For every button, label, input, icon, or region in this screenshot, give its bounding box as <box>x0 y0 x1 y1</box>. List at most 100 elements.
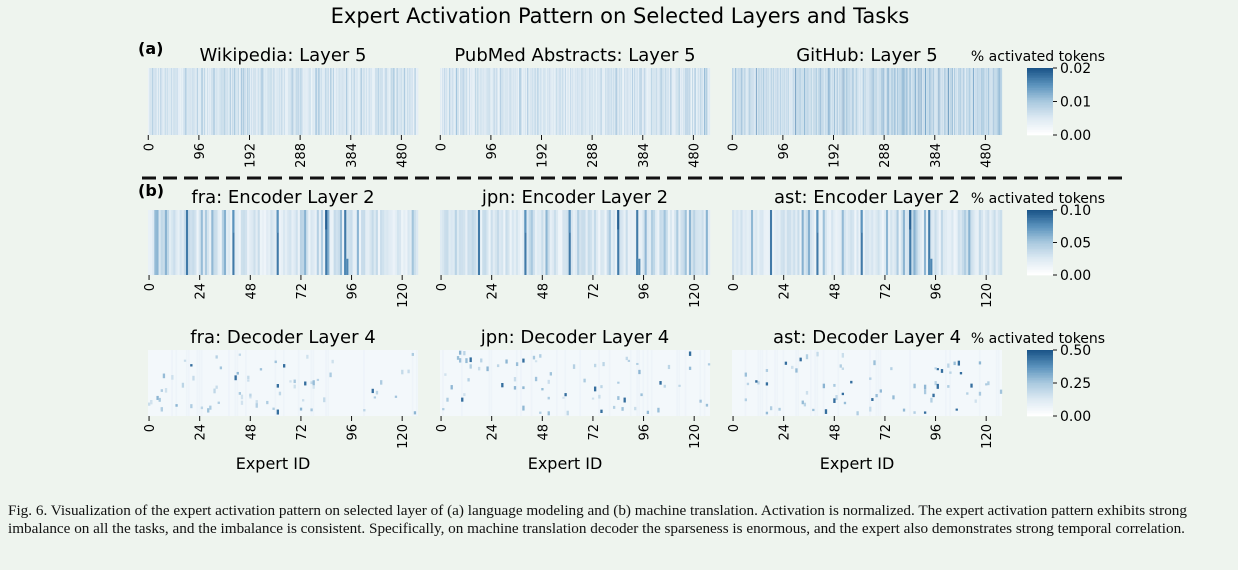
heatmap-cell <box>228 350 230 416</box>
heatmap-cell <box>930 258 933 275</box>
x-tick-label: 24 <box>778 424 793 441</box>
heatmap-cell <box>197 68 198 135</box>
heatmap-cell <box>384 210 387 275</box>
heatmap-cell <box>537 68 538 135</box>
heatmap-cell <box>767 68 769 135</box>
heatmap-cell <box>571 68 573 135</box>
heatmap-cell <box>406 68 408 135</box>
heatmap-cell <box>705 210 709 275</box>
heatmap-cell <box>469 357 472 363</box>
heatmap-cell <box>470 68 471 135</box>
colorbar-gradient-cell <box>1027 133 1053 136</box>
heatmap-cell <box>403 68 405 135</box>
heatmap-cell <box>980 68 982 135</box>
heatmap-cell <box>757 210 760 275</box>
heatmap-cell <box>625 356 628 361</box>
heatmap-cell <box>482 210 485 275</box>
heatmap-cell <box>577 68 578 135</box>
heatmap-cell <box>755 68 757 135</box>
heatmap-cell <box>638 210 641 275</box>
heatmap-cell <box>274 210 277 275</box>
heatmap-cell <box>220 68 222 135</box>
heatmap-cell <box>850 68 851 135</box>
heatmap-cell <box>352 210 355 275</box>
heatmap-cell <box>340 68 342 135</box>
heatmap-cell <box>583 378 586 383</box>
heatmap-cell <box>854 68 856 135</box>
heatmap-cell <box>699 68 701 135</box>
heatmap-cell <box>391 68 392 135</box>
heatmap-cell <box>240 394 244 400</box>
heatmap-cell <box>505 68 507 135</box>
heatmap-cell <box>865 68 867 135</box>
heatmap-cell <box>662 68 664 135</box>
heatmap-cell <box>151 68 153 135</box>
heatmap-cell <box>793 210 796 275</box>
heatmap-cell <box>522 405 525 411</box>
heatmap-cell <box>443 68 445 135</box>
heatmap-cell <box>620 68 622 135</box>
heatmap-cell <box>795 210 798 275</box>
colorbar-gradient-cell <box>1027 106 1053 109</box>
heatmap-cell <box>974 210 977 275</box>
heatmap-cell <box>523 68 525 135</box>
heatmap-cell <box>822 210 826 275</box>
heatmap-cell <box>268 68 270 135</box>
heatmap-cell <box>744 210 748 275</box>
heatmap-cell <box>832 68 833 135</box>
heatmap-cell <box>179 68 180 135</box>
heatmap-cell <box>829 68 831 135</box>
heatmap-cell <box>564 210 567 275</box>
heatmap-cell <box>707 363 711 366</box>
heatmap-cell <box>640 68 642 135</box>
heatmap-cell <box>571 68 573 135</box>
heatmap-cell <box>411 350 414 416</box>
heatmap-cell <box>580 68 582 135</box>
heatmap-cell <box>175 68 177 135</box>
colorbar-gradient-cell <box>1027 381 1053 384</box>
x-axis-label: Expert ID <box>820 454 895 473</box>
heatmap-cell <box>602 210 605 275</box>
heatmap-cell <box>918 68 920 135</box>
heatmap-cell <box>890 68 891 135</box>
heatmap-cell <box>578 68 580 135</box>
heatmap-cell <box>494 68 496 135</box>
heatmap-cell <box>461 68 462 135</box>
heatmap-cell <box>337 68 339 135</box>
heatmap-cell <box>607 68 608 135</box>
heatmap-cell <box>560 68 562 135</box>
heatmap-cell <box>770 68 772 135</box>
heatmap-cell <box>395 68 397 135</box>
heatmap-cell <box>947 68 949 135</box>
heatmap-cell <box>285 68 286 135</box>
colorbar-gradient-cell <box>1027 216 1053 219</box>
heatmap-cell <box>445 68 447 135</box>
heatmap-cell <box>519 68 521 135</box>
heatmap-cell <box>623 397 626 403</box>
heatmap-cell <box>364 68 366 135</box>
heatmap-cell <box>535 68 537 135</box>
heatmap-cell <box>154 68 156 135</box>
heatmap-cell <box>480 68 482 135</box>
heatmap-cell <box>831 68 832 135</box>
heatmap-cell <box>199 68 200 135</box>
heatmap-cell <box>686 210 690 275</box>
heatmap-cell <box>272 68 274 135</box>
heatmap-cell <box>746 68 748 135</box>
colorbar-gradient-cell <box>1027 250 1053 253</box>
heatmap-cell <box>885 68 887 135</box>
heatmap-cell <box>934 381 937 386</box>
heatmap-cell <box>255 400 258 405</box>
heatmap-cell <box>245 210 248 275</box>
heatmap-cell <box>656 68 657 135</box>
heatmap-cell <box>249 394 252 399</box>
heatmap-cell <box>287 68 289 135</box>
heatmap-cell <box>397 68 399 135</box>
heatmap-cell <box>552 68 554 135</box>
heatmap-cell <box>977 68 978 135</box>
heatmap-cell <box>903 68 905 135</box>
heatmap-cell <box>596 210 599 275</box>
heatmap-cell <box>488 350 491 416</box>
heatmap-cell <box>380 210 383 275</box>
heatmap-cell <box>501 383 504 388</box>
